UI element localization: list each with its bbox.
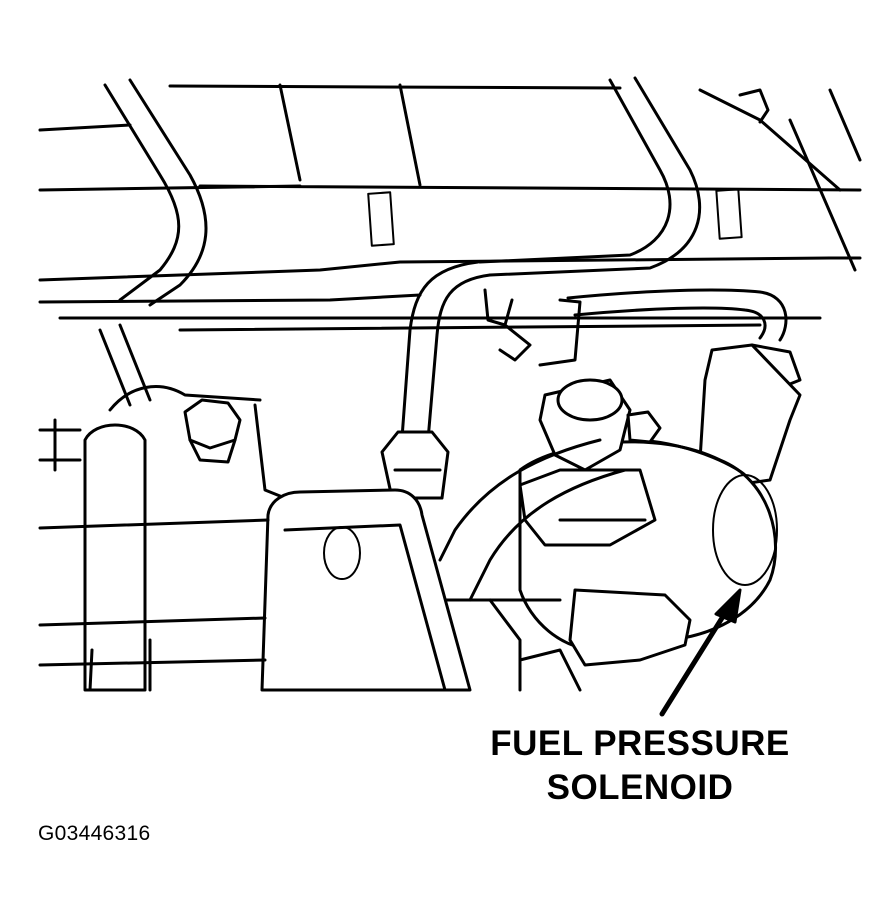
solenoid-hose [438,438,627,602]
figure-id-label: G03446316 [38,822,151,845]
bracket-plate [260,488,472,692]
left-tube [103,78,208,307]
lower-frame [38,518,582,692]
right-connector [566,288,802,487]
solenoid-body [518,378,778,667]
upper-bracket [483,288,582,367]
callout-line-2: SOLENOID [546,768,734,807]
right-tube [478,76,702,277]
component-callout-label: FUEL PRESSURE SOLENOID [430,722,850,810]
callout-line-1: FUEL PRESSURE [490,724,790,763]
left-cylinder [38,323,292,692]
arrow-icon [659,588,742,717]
manifold-body [38,83,862,332]
